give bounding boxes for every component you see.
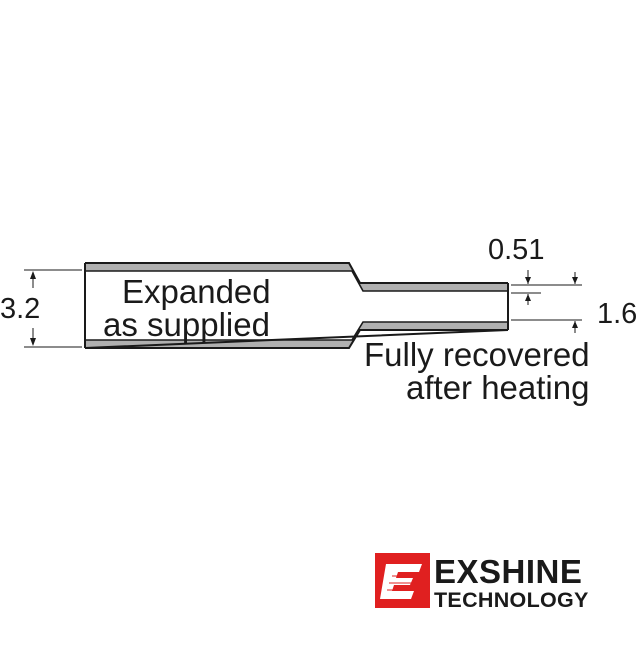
dimension-label-1-6: 1.6 bbox=[597, 298, 637, 330]
logo-icon-mark bbox=[380, 564, 422, 599]
label-recovered-line2: after heating bbox=[406, 369, 589, 406]
dimension-label-0-51: 0.51 bbox=[488, 234, 544, 266]
dimension-label-3-2: 3.2 bbox=[0, 293, 40, 325]
wall-arrowhead-down bbox=[525, 277, 531, 284]
label-expanded-line2: as supplied bbox=[103, 306, 270, 343]
label-recovered-line1: Fully recovered bbox=[364, 336, 590, 373]
diameter-arrowhead-up bbox=[572, 321, 578, 328]
tube-profile bbox=[84, 262, 509, 349]
dimension-expanded-diameter: 3.2 bbox=[0, 269, 82, 348]
tube-inner-outline bbox=[85, 270, 508, 341]
diameter-arrowhead-down bbox=[572, 277, 578, 284]
logo-brand-sub: TECHNOLOGY bbox=[434, 588, 589, 612]
label-expanded-line1: Expanded bbox=[122, 273, 271, 310]
wall-arrowhead-up bbox=[525, 294, 531, 301]
arrowhead-up bbox=[30, 271, 36, 279]
dimension-recovered: 0.51 1.6 bbox=[488, 234, 637, 333]
logo-brand-name: EXSHINE bbox=[434, 553, 582, 590]
tube-outer-outline bbox=[84, 262, 509, 349]
arrowhead-down bbox=[30, 338, 36, 346]
label-backing bbox=[362, 338, 608, 372]
tube-wall-bottom bbox=[85, 322, 508, 348]
exshine-logo: EXSHINE TECHNOLOGY bbox=[375, 553, 589, 612]
